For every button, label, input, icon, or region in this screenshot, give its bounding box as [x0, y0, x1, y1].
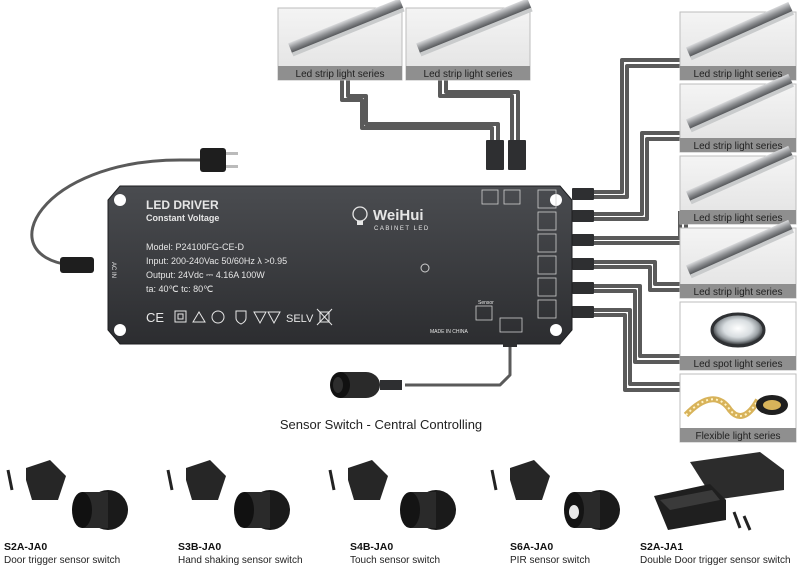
sensor-code: S6A-JA0 — [510, 541, 553, 553]
sensor-code: S2A-JA0 — [4, 541, 47, 553]
sensor-item-1: S2A-JA0 Door trigger sensor switch — [4, 460, 128, 566]
strip-label: Led strip light series — [694, 69, 783, 80]
top-connectors — [486, 140, 526, 170]
driver-temps: ta: 40℃ tc: 80℃ — [146, 284, 213, 294]
triangle-icon-1 — [253, 311, 267, 325]
sensor-desc: Double Door trigger sensor switch — [640, 555, 791, 566]
sensor-tag: Sensor — [478, 300, 494, 306]
strip-label: Led strip light series — [694, 213, 783, 224]
led-driver: LED DRIVER Constant Voltage Model: P2410… — [107, 185, 573, 345]
strip-label: Led strip light series — [296, 69, 385, 80]
sensor-desc: PIR sensor switch — [510, 555, 590, 566]
made-in: MADE IN CHINA — [430, 329, 468, 335]
spot-panel: Led spot light series — [679, 301, 797, 371]
spot-label: Led spot light series — [694, 359, 783, 370]
wiring — [30, 58, 688, 392]
sensor-connector — [380, 333, 517, 390]
selv-mark: SELV — [286, 313, 314, 325]
brand-sub: CABINET LED — [374, 226, 430, 232]
shield-icon — [235, 310, 247, 325]
triangle-icon-2 — [267, 311, 281, 325]
strip-label: Led strip light series — [694, 141, 783, 152]
weihui-logo: WeiHui CABINET LED — [352, 206, 430, 232]
flex-label: Flexible light series — [695, 431, 780, 442]
sensor-code: S2A-JA1 — [640, 541, 683, 553]
sensor-item-4: S6A-JA0 PIR sensor switch — [490, 460, 620, 566]
flex-panel: Flexible light series — [679, 373, 797, 443]
sensor-code: S3B-JA0 — [178, 541, 221, 553]
strip-label: Led strip light series — [694, 287, 783, 298]
strip-panel-right-4: Led strip light series — [679, 219, 797, 299]
sensor-item-2: S3B-JA0 Hand shaking sensor switch — [166, 460, 303, 566]
strip-panel-right-3: Led strip light series — [679, 145, 797, 225]
output-connectors — [572, 188, 594, 318]
ce-mark: CE — [146, 310, 164, 325]
ac-plug — [60, 148, 238, 273]
sensor-code: S4B-JA0 — [350, 541, 393, 553]
sensor-desc: Door trigger sensor switch — [4, 555, 120, 566]
central-caption: Sensor Switch - Central Controlling — [280, 417, 482, 432]
sensor-item-5: S2A-JA1 Double Door trigger sensor switc… — [640, 452, 791, 566]
sensor-item-3: S4B-JA0 Touch sensor switch — [328, 460, 456, 566]
brand-name: WeiHui — [373, 207, 424, 224]
weee-bin-icon — [316, 308, 333, 326]
strip-panel-top-2: Led strip light series — [405, 0, 533, 81]
sensor-desc: Touch sensor switch — [350, 555, 440, 566]
sensor-desc: Hand shaking sensor switch — [178, 555, 303, 566]
strip-panel-right-2: Led strip light series — [679, 73, 797, 153]
driver-title: LED DRIVER — [146, 198, 219, 212]
strip-panel-top-1: Led strip light series — [277, 0, 405, 81]
driver-model: Model: P24100FG-CE-D — [146, 242, 245, 252]
transformer-icon — [211, 310, 225, 324]
house-icon — [192, 311, 206, 323]
ac-in-label: AC IN — [110, 262, 116, 278]
driver-output: Output: 24Vdc ⎓ 4.16A 100W — [146, 270, 265, 280]
strip-panel-right-1: Led strip light series — [679, 1, 797, 81]
class-ii-icon — [174, 310, 187, 323]
driver-subtitle: Constant Voltage — [146, 213, 219, 223]
output-ports — [537, 189, 557, 319]
central-sensor — [330, 372, 380, 398]
strip-label: Led strip light series — [424, 69, 513, 80]
top-ports — [481, 189, 521, 205]
driver-input: Input: 200-240Vac 50/60Hz λ >0.95 — [146, 256, 287, 266]
